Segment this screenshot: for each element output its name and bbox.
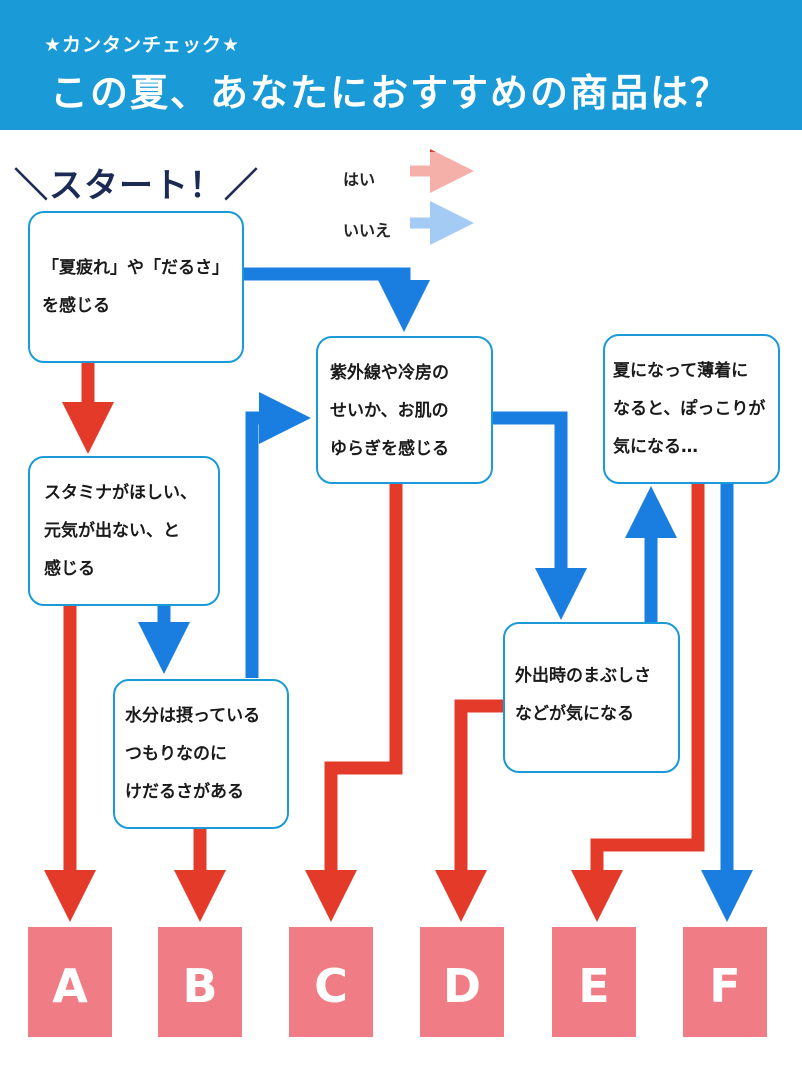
- question-3-line-1: 水分は摂っている: [125, 706, 261, 726]
- arrow-q3-no: [245, 392, 311, 678]
- arrow-q5-yes: [435, 699, 504, 922]
- result-c-label: C: [314, 959, 348, 1013]
- arrow-q1-no: [243, 267, 430, 332]
- question-6-line-1: 夏になって薄着に: [613, 361, 749, 381]
- arrow-q4-no: [492, 411, 587, 620]
- start-label: ＼スタート！／: [14, 166, 259, 206]
- result-d: D: [420, 927, 504, 1037]
- legend: はい いいえ: [328, 152, 498, 248]
- result-a: A: [28, 927, 112, 1037]
- result-f-label: F: [709, 959, 741, 1013]
- question-4-line-2: せいか、お肌の: [330, 401, 449, 421]
- header-banner: ★カンタンチェック★ この夏、あなたにおすすめの商品は？: [0, 0, 802, 130]
- question-5-line-1: 外出時のまぶしさ: [515, 666, 651, 686]
- question-1-line-1: 「夏疲れ」や「だるさ」: [42, 258, 229, 278]
- result-a-label: A: [52, 959, 88, 1013]
- question-box-5: 外出時のまぶしさ などが気になる: [503, 622, 680, 773]
- arrow-q6-yes: [571, 484, 705, 922]
- question-6-line-3: 気になる…: [613, 437, 698, 457]
- result-b-label: B: [182, 959, 218, 1013]
- question-2-line-1: スタミナがほしい、: [44, 483, 197, 503]
- result-c: C: [289, 927, 373, 1037]
- question-3-line-2: つもりなのに: [125, 744, 227, 764]
- header-kicker: ★カンタンチェック★: [44, 34, 241, 56]
- page-title: この夏、あなたにおすすめの商品は？: [50, 71, 731, 115]
- question-box-2: スタミナがほしい、 元気が出ない、と 感じる: [28, 456, 220, 606]
- question-box-1: 「夏疲れ」や「だるさ」 を感じる: [28, 211, 244, 363]
- question-3-line-3: けだるさがある: [125, 782, 244, 802]
- question-4-line-3: ゆらぎを感じる: [330, 439, 449, 459]
- question-2-line-2: 元気が出ない、と: [44, 521, 180, 541]
- question-6-line-2: なると、ぽっこりが: [613, 399, 766, 419]
- question-box-4: 紫外線や冷房の せいか、お肌の ゆらぎを感じる: [316, 336, 493, 484]
- result-e-label: E: [578, 959, 610, 1013]
- question-1-line-2: を感じる: [42, 296, 110, 316]
- question-box-6: 夏になって薄着に なると、ぽっこりが 気になる…: [603, 334, 780, 484]
- question-2-line-3: 感じる: [44, 559, 95, 579]
- legend-no-label: いいえ: [343, 221, 392, 240]
- result-d-label: D: [442, 959, 482, 1013]
- question-4-line-1: 紫外線や冷房の: [330, 363, 449, 383]
- question-box-3: 水分は摂っている つもりなのに けだるさがある: [113, 679, 289, 829]
- result-f: F: [683, 927, 767, 1037]
- arrow-q4-yes: [305, 484, 403, 922]
- question-5-line-2: などが気になる: [515, 704, 634, 724]
- result-e: E: [552, 927, 636, 1037]
- legend-yes-label: はい: [343, 170, 376, 189]
- result-b: B: [158, 927, 242, 1037]
